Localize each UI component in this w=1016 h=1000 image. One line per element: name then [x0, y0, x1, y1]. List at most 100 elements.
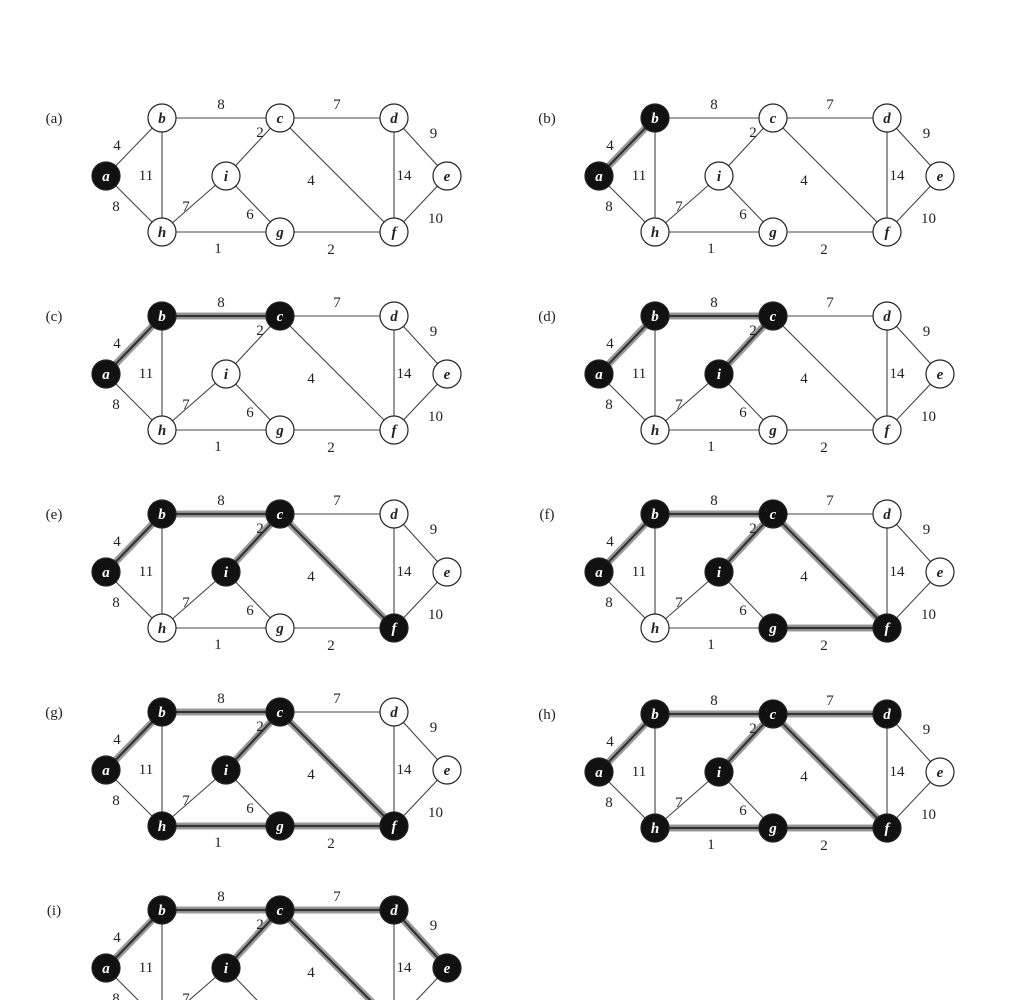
edge-weight-g-f: 2 [327, 440, 335, 456]
vertex-label-c: c [277, 903, 284, 919]
edge-weight-d-e: 9 [923, 126, 931, 142]
vertex-c [758, 103, 788, 133]
vertex-label-f: f [392, 225, 399, 241]
vertex-label-b: b [651, 707, 659, 723]
edge-weight-g-f: 2 [327, 242, 335, 258]
vertex-c-in-tree [265, 301, 295, 331]
edge-weight-c-d: 7 [333, 691, 341, 707]
edge-weight-c-i: 2 [256, 917, 264, 933]
vertex-b-in-tree [147, 697, 177, 727]
edge-weight-g-f: 2 [820, 242, 828, 258]
tree-edge-c-f [278, 908, 372, 1000]
edge-weight-a-h: 8 [605, 397, 613, 413]
vertex-a-in-tree [584, 557, 614, 587]
tree-edge-c-f [771, 712, 889, 830]
edge-weight-d-e: 9 [430, 324, 438, 340]
vertex-label-f: f [885, 423, 892, 439]
vertex-label-e: e [444, 169, 451, 185]
edge-weight-i-g: 6 [739, 405, 747, 421]
vertex-b-in-tree [147, 499, 177, 529]
vertex-f [872, 415, 902, 445]
edge-weight-h-i: 7 [182, 793, 190, 809]
edge-weight-i-g: 6 [246, 405, 254, 421]
edge-weight-c-d: 7 [826, 295, 834, 311]
edge-weight-a-b: 4 [113, 534, 121, 550]
vertex-a-in-tree [584, 359, 614, 389]
vertex-label-i: i [224, 961, 229, 977]
vertex-label-c: c [277, 507, 284, 523]
edge-weight-c-d: 7 [826, 693, 834, 709]
vertex-e [432, 557, 462, 587]
vertex-e-in-tree [432, 953, 462, 983]
panel-label: (b) [538, 111, 556, 127]
vertex-f-in-tree [379, 613, 409, 643]
edge-weight-e-f: 10 [921, 807, 936, 823]
vertex-b-in-tree [640, 301, 670, 331]
edge-weight-h-g: 1 [214, 241, 222, 257]
vertex-f [872, 217, 902, 247]
edge-weight-d-e: 9 [430, 126, 438, 142]
vertex-label-a: a [102, 169, 110, 185]
vertex-f [379, 415, 409, 445]
vertex-label-h: h [651, 821, 659, 837]
vertex-i-in-tree [211, 755, 241, 785]
edge-weight-b-c: 8 [710, 97, 718, 113]
edge-weight-b-c: 8 [217, 493, 225, 509]
edge-weight-d-e: 9 [923, 324, 931, 340]
edge-weight-d-e: 9 [430, 918, 438, 934]
vertex-label-e: e [444, 961, 451, 977]
edge-weight-i-g: 6 [739, 207, 747, 223]
edge-weight-g-f: 2 [820, 440, 828, 456]
edge-weight-d-e: 9 [923, 522, 931, 538]
vertex-label-g: g [275, 423, 284, 439]
vertex-label-g: g [275, 819, 284, 835]
vertex-label-a: a [595, 169, 603, 185]
edge-weight-c-i: 2 [749, 323, 757, 339]
edge-weight-b-h: 11 [632, 366, 646, 382]
vertex-label-h: h [651, 621, 659, 637]
vertex-e [925, 161, 955, 191]
edge-weight-d-f: 14 [890, 564, 906, 580]
edge-weight-e-f: 10 [921, 409, 936, 425]
edge-weight-h-g: 1 [214, 835, 222, 851]
vertex-g [758, 415, 788, 445]
vertex-d-in-tree [379, 895, 409, 925]
vertex-h [147, 217, 177, 247]
edge-weight-a-h: 8 [112, 991, 120, 1000]
edge-weight-b-h: 11 [632, 564, 646, 580]
tree-edge-c-f [278, 512, 396, 630]
tree-edge-c-f [278, 710, 396, 828]
edge-weight-c-f: 4 [800, 371, 808, 387]
vertex-label-e: e [444, 565, 451, 581]
edge-weight-i-g: 6 [246, 603, 254, 619]
edge-weight-d-f: 14 [890, 168, 906, 184]
vertex-c-in-tree [758, 499, 788, 529]
edge-weight-c-f: 4 [307, 569, 315, 585]
panel-label: (g) [45, 705, 63, 721]
vertex-b-in-tree [640, 103, 670, 133]
vertex-label-f: f [885, 621, 892, 637]
edge-weight-h-g: 1 [214, 637, 222, 653]
edge-weight-e-f: 10 [428, 607, 443, 623]
edge-weight-b-h: 11 [139, 366, 153, 382]
edge-weight-e-f: 10 [428, 211, 443, 227]
edge-weight-c-d: 7 [826, 493, 834, 509]
edge-weight-e-f: 10 [428, 409, 443, 425]
vertex-label-g: g [768, 821, 777, 837]
edge-weight-i-g: 6 [246, 801, 254, 817]
edge-weight-c-i: 2 [749, 721, 757, 737]
vertex-label-h: h [158, 225, 166, 241]
vertex-c-in-tree [758, 699, 788, 729]
edge-weight-c-d: 7 [826, 97, 834, 113]
vertex-c-in-tree [265, 697, 295, 727]
edge-weight-c-f: 4 [307, 371, 315, 387]
edge-weight-c-i: 2 [749, 125, 757, 141]
vertex-label-g: g [275, 225, 284, 241]
vertex-label-d: d [390, 507, 398, 523]
edge-weight-c-f: 4 [800, 769, 808, 785]
